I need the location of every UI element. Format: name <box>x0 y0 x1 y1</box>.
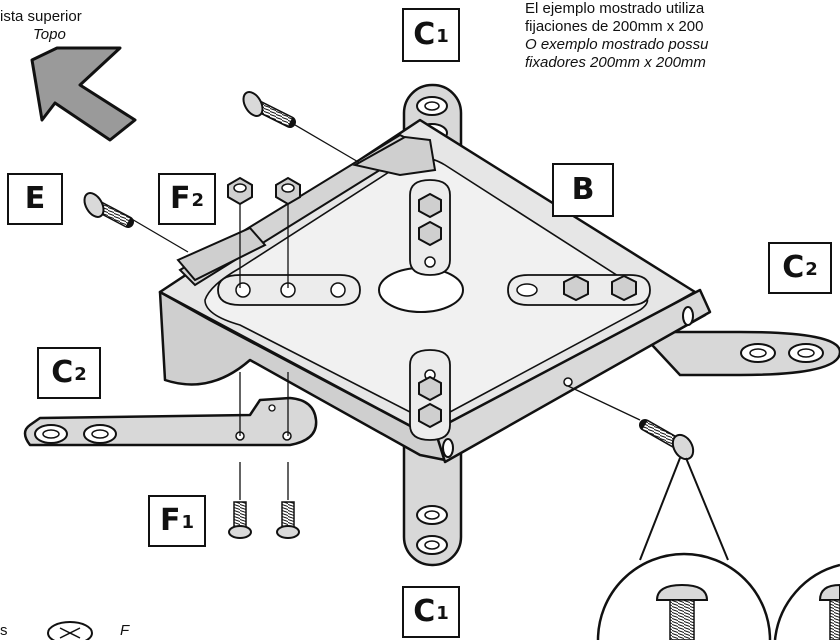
screw-e-left <box>83 192 134 228</box>
direction-arrow <box>30 46 137 142</box>
plate-nuts <box>418 192 637 429</box>
view-label-alt: Topo <box>33 26 66 43</box>
label-c1-top-sub: 1 <box>436 26 449 47</box>
label-c2-left-letter: C <box>51 355 74 390</box>
bracket-arm-c2-left <box>23 396 318 447</box>
note-line-2: fijaciones de 200mm x 200 <box>525 18 704 35</box>
bolt-f1-right <box>276 501 300 539</box>
nut-f2-left <box>227 176 253 206</box>
screwdriver-warning-icon <box>47 621 93 640</box>
label-c2-right-sub: 2 <box>805 259 818 280</box>
view-label: ista superior <box>0 8 82 25</box>
label-c1-bottom-sub: 1 <box>436 603 449 624</box>
nut-f2-right <box>275 176 301 206</box>
label-f2-letter: F <box>169 181 191 216</box>
label-f2-sub: 2 <box>191 190 205 211</box>
assembly-guide-lines <box>129 121 641 500</box>
label-b-letter: B <box>571 172 595 207</box>
label-f1-sub: 1 <box>181 512 195 533</box>
note-line-4: fixadores 200mm x 200mm <box>525 54 706 71</box>
bolt-f1-left <box>228 501 252 539</box>
note-line-1: El ejemplo mostrado utiliza <box>525 0 705 17</box>
label-c1-bottom-letter: C <box>413 594 436 629</box>
label-f1-letter: F <box>159 503 181 538</box>
label-e: E <box>7 173 63 225</box>
footer-partial-left: s <box>0 622 8 639</box>
label-b: B <box>552 163 614 217</box>
label-e-letter: E <box>24 181 46 216</box>
label-c2-right-letter: C <box>782 250 805 285</box>
note-line-3: O exemplo mostrado possu <box>525 36 709 53</box>
screw-right <box>639 419 695 461</box>
label-c2-left-sub: 2 <box>74 364 87 385</box>
label-c1-top-letter: C <box>413 17 436 52</box>
screw-e-top <box>242 91 296 128</box>
screw-detail-callout <box>596 457 840 640</box>
footer-partial-mid: F <box>120 622 130 639</box>
bracket-arm-c2-right <box>637 330 840 377</box>
